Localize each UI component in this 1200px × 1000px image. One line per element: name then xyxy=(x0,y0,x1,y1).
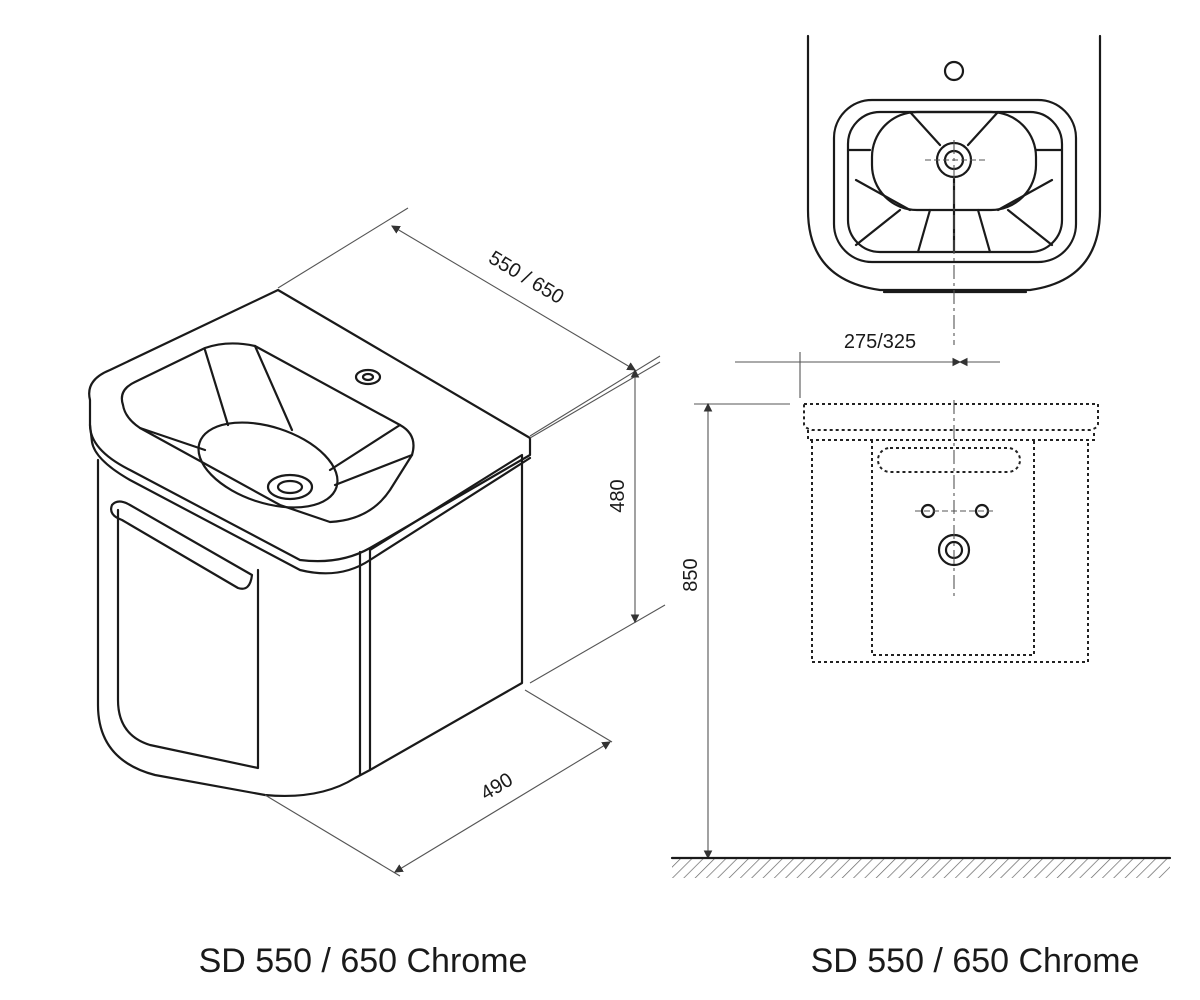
isometric-view: 550 / 650 480 490 xyxy=(88,207,666,877)
dim-half-width: 275/325 xyxy=(844,331,916,353)
caption-left: SD 550 / 650 Chrome xyxy=(199,942,528,980)
cabinet-front-face xyxy=(96,458,372,798)
basin-top xyxy=(88,288,532,563)
cabinet-door xyxy=(116,508,260,770)
elevation-cabinet xyxy=(811,440,1089,663)
floor-hatching xyxy=(672,858,1170,878)
dim-mount-height: 850 xyxy=(680,558,702,591)
cabinet-side-face xyxy=(368,453,524,772)
elevation-siphon-cutout xyxy=(877,447,1021,473)
dim-top-width: 550 / 650 xyxy=(485,247,568,309)
elevation-top-slab xyxy=(803,403,1099,431)
dim-depth: 490 xyxy=(477,769,517,805)
basin-plan-outline xyxy=(806,34,1102,292)
elevation-view: 275/325 850 xyxy=(670,331,1172,878)
drain-outer xyxy=(266,473,314,501)
dim-height: 480 xyxy=(607,479,629,512)
door-handle xyxy=(110,500,254,590)
plan-tap-hole xyxy=(943,60,965,82)
plan-view xyxy=(806,34,1102,345)
drain-inner xyxy=(276,479,304,495)
plan-bowl-outer xyxy=(832,98,1078,264)
tap-hole xyxy=(354,368,382,386)
basin-bowl-inner xyxy=(197,421,339,509)
caption-right: SD 550 / 650 Chrome xyxy=(811,942,1140,980)
basin-top-edge xyxy=(88,423,532,575)
